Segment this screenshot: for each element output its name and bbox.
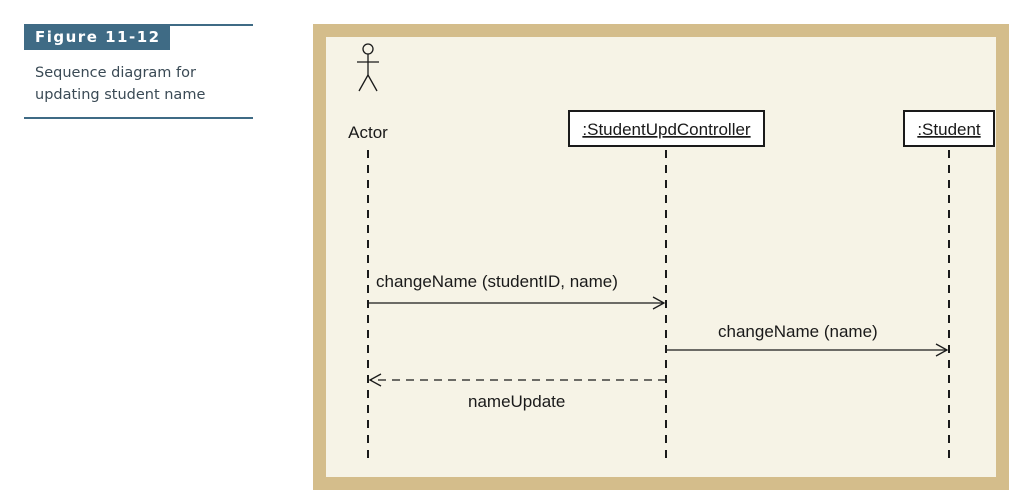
return-label-name-update: nameUpdate: [468, 392, 565, 411]
object-box-student-upd-controller: :StudentUpdController: [568, 110, 765, 147]
actor-label: Actor: [348, 123, 388, 142]
diagram-panel: Actor :StudentUpdController :Student cha…: [326, 37, 996, 477]
figure-caption-line-2: updating student name: [35, 87, 206, 103]
message-label-change-name-1: changeName (studentID, name): [376, 272, 618, 291]
diagram-frame: Actor :StudentUpdController :Student cha…: [313, 24, 1009, 490]
object-box-student: :Student: [903, 110, 995, 147]
sequence-diagram: Actor :StudentUpdController :Student cha…: [348, 43, 995, 461]
message-label-change-name-2: changeName (name): [718, 322, 878, 341]
object-label-student-upd-controller: :StudentUpdController: [582, 120, 751, 139]
figure-bottom-rule: [24, 117, 253, 119]
object-label-student: :Student: [917, 120, 981, 139]
figure-label: Figure 11-12: [24, 24, 170, 50]
figure-caption: Sequence diagram for updating student na…: [35, 62, 250, 106]
actor-stick-figure-icon: [357, 43, 379, 92]
figure-caption-line-1: Sequence diagram for: [35, 65, 196, 81]
